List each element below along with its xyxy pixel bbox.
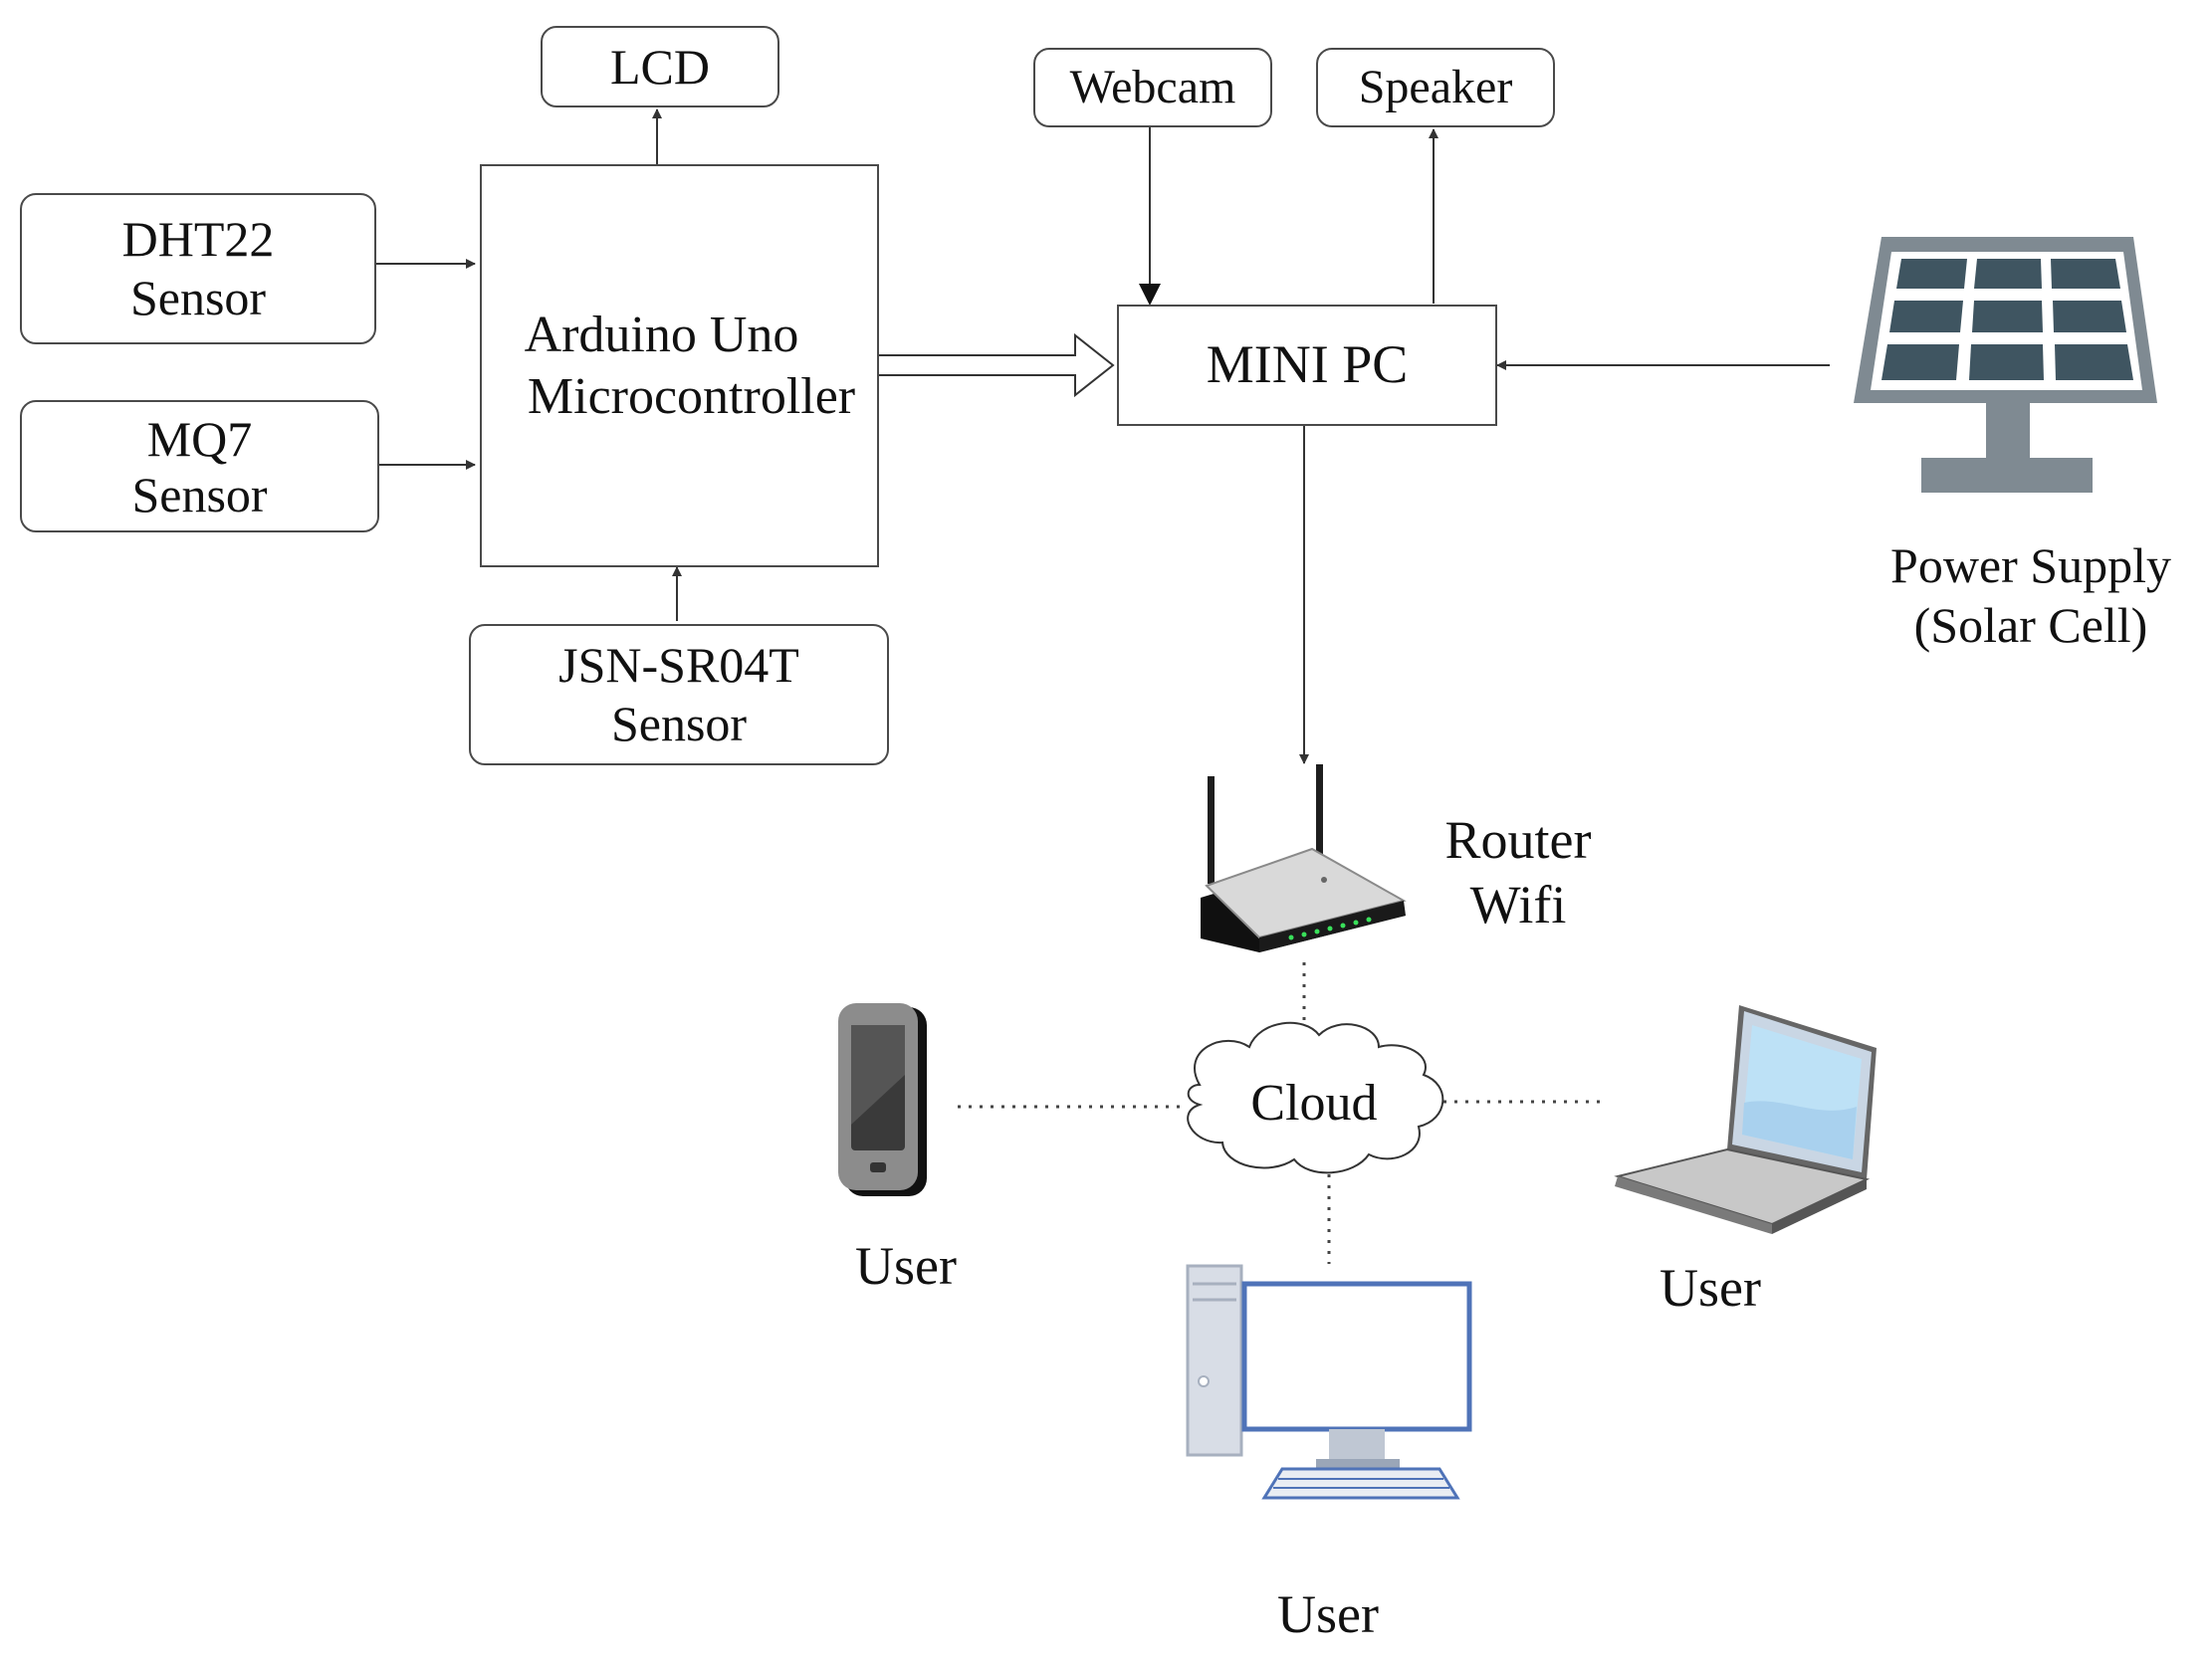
arduino-label-line2: Microcontroller: [527, 367, 856, 425]
power-supply-label-line2: (Solar Cell): [1913, 597, 2148, 653]
connectors: [375, 108, 1830, 764]
mq7-label-line2: Sensor: [131, 466, 268, 522]
cloud-text: Cloud: [1250, 1075, 1378, 1132]
user-laptop-text: User: [1659, 1258, 1761, 1318]
power-supply-label-line1: Power Supply: [1890, 537, 2171, 593]
mq7-sensor-box: MQ7 Sensor: [20, 400, 379, 532]
solar-panel-icon: [1854, 237, 2157, 493]
user-phone-text: User: [855, 1236, 957, 1296]
minipc-label: MINI PC: [1206, 334, 1409, 395]
desktop-computer-icon: [1186, 1264, 1472, 1500]
lcd-label: LCD: [610, 38, 710, 95]
wifi-router-icon: [1201, 764, 1407, 952]
user-desktop-text: User: [1277, 1584, 1379, 1644]
user-phone-label: User: [816, 1234, 995, 1299]
cloud-icon: [1187, 1021, 1444, 1174]
user-desktop-label: User: [1238, 1582, 1418, 1647]
lcd-box: LCD: [541, 26, 779, 107]
jsn-label-line2: Sensor: [610, 696, 748, 751]
dht22-label-line2: Sensor: [129, 270, 267, 325]
webcam-box: Webcam: [1033, 48, 1272, 127]
webcam-label: Webcam: [1069, 60, 1236, 113]
user-laptop-label: User: [1621, 1256, 1800, 1321]
router-label: Router Wifi: [1414, 808, 1623, 937]
laptop-icon: [1614, 1005, 1877, 1234]
mini-pc-box: MINI PC: [1117, 305, 1497, 426]
mq7-label-line1: MQ7: [146, 410, 253, 467]
jsn-label-line1: JSN-SR04T: [558, 637, 799, 693]
power-supply-label: Power Supply (Solar Cell): [1852, 535, 2210, 655]
arduino-label-line1: Arduino Uno: [524, 307, 799, 364]
speaker-label: Speaker: [1358, 60, 1513, 113]
speaker-box: Speaker: [1316, 48, 1555, 127]
dht22-label-line1: DHT22: [121, 211, 275, 267]
arduino-uno-box: Arduino Uno Microcontroller: [480, 164, 879, 567]
dht22-sensor-box: DHT22 Sensor: [20, 193, 376, 344]
router-label-line2: Wifi: [1469, 874, 1567, 935]
router-label-line1: Router: [1444, 810, 1592, 870]
cloud-label: Cloud: [1215, 1073, 1414, 1135]
jsn-sr04t-sensor-box: JSN-SR04T Sensor: [469, 624, 889, 765]
data-flow-arrow-arduino-to-minipc: [878, 332, 1115, 398]
smartphone-icon: [838, 1003, 927, 1196]
